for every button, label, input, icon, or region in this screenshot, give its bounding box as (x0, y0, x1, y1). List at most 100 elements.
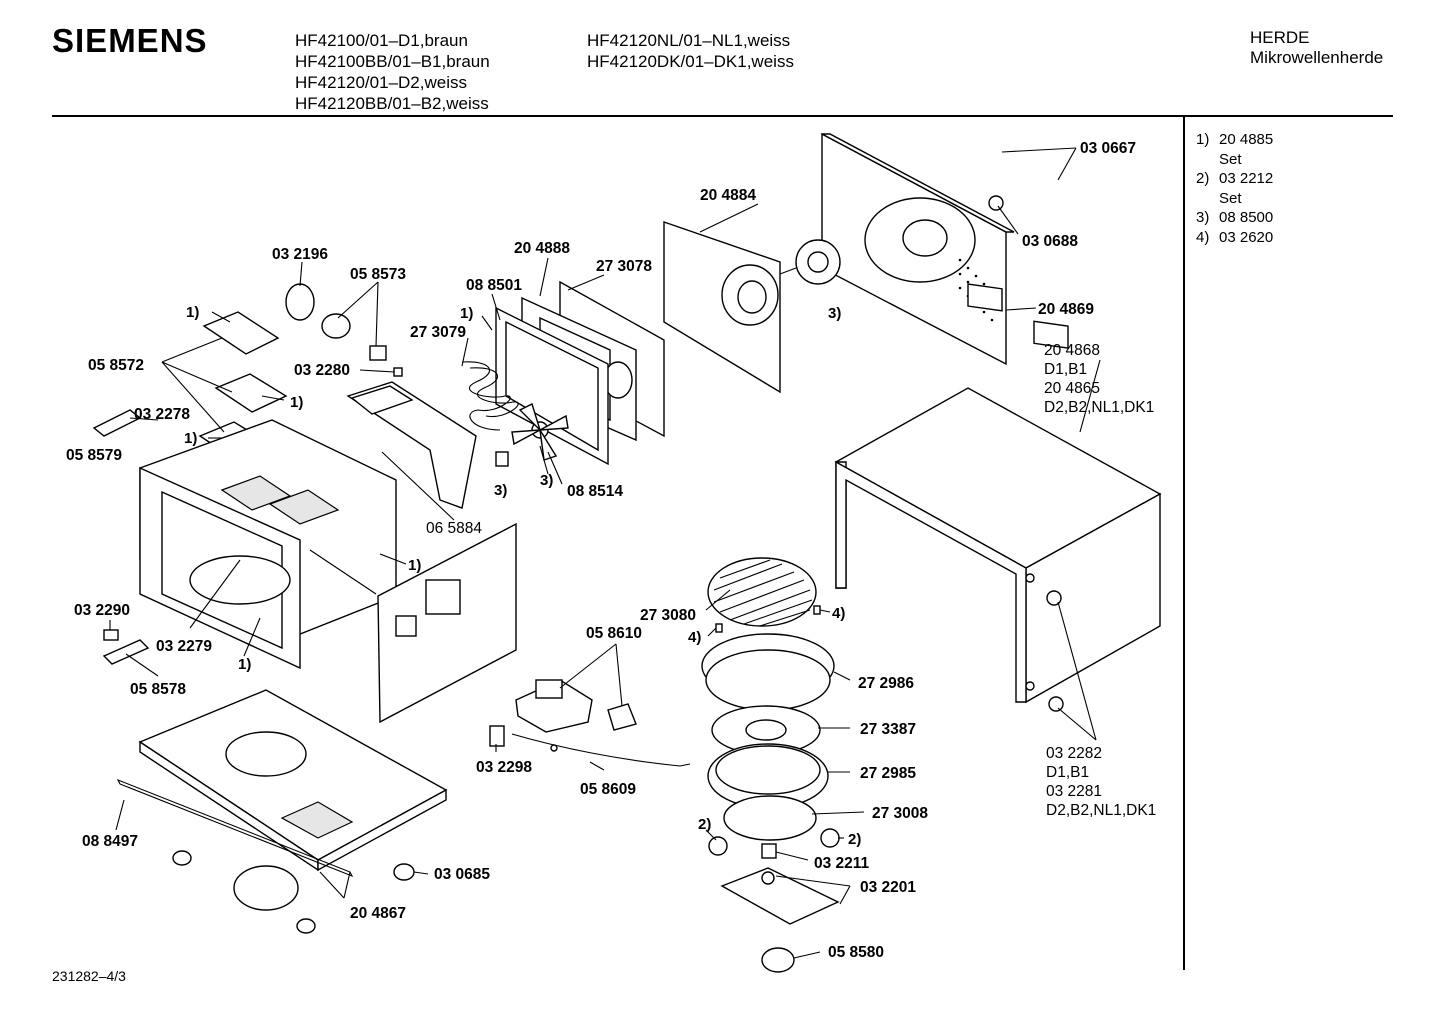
ref-marker: 3) (540, 472, 553, 489)
part-label: 27 3078 (596, 258, 652, 275)
part-label: 06 5884 (426, 520, 482, 537)
turntable-drawing (701, 605, 840, 973)
note-part: 08 8500 (1219, 209, 1274, 226)
note-part: Set (1219, 150, 1242, 168)
part-label: 05 8610 (586, 625, 642, 642)
model-line: HF42120NL/01–NL1,weiss (587, 31, 791, 50)
drawing-number: 231282–4/3 (52, 968, 126, 984)
part-label: 03 2282 (1046, 745, 1102, 762)
note-number: 1) (1196, 131, 1210, 148)
rear-panel-drawing (821, 132, 1015, 366)
part-label: 20 4884 (700, 187, 756, 204)
model-list-1: HF42100/01–D1,braun HF42100BB/01–B1,brau… (295, 30, 490, 114)
brand-logo: SIEMENS (52, 22, 208, 59)
model-line: HF42100/01–D1,braun (295, 31, 468, 50)
ref-marker: 1) (408, 557, 421, 574)
part-variant: D1,B1 (1046, 764, 1089, 781)
part-label: 27 3387 (860, 721, 916, 738)
model-list-2: HF42120NL/01–NL1,weiss HF42120DK/01–DK1,… (587, 30, 794, 72)
fan-housing-drawing (663, 221, 781, 394)
note-number: 4) (1196, 228, 1210, 246)
part-label: 03 2281 (1046, 783, 1102, 800)
model-line: HF42120DK/01–DK1,weiss (587, 52, 794, 71)
part-variant: D2,B2,NL1,DK1 (1046, 802, 1156, 819)
small-parts-drawing (92, 283, 509, 665)
part-label: 27 3080 (640, 607, 696, 624)
ref-marker: 1) (238, 656, 251, 673)
ref-marker: 3) (828, 305, 841, 322)
fan-motor-drawing (779, 239, 841, 285)
grill-rack-drawing (707, 557, 817, 627)
note-part: 03 2212 (1219, 170, 1274, 187)
oven-cavity-drawing (139, 419, 397, 670)
note-part: 03 2620 (1219, 228, 1274, 246)
leader-lines (109, 147, 1101, 959)
air-duct-drawing (346, 381, 477, 509)
part-label: 20 4869 (1038, 301, 1094, 318)
model-line: HF42120/01–D2,weiss (295, 73, 467, 92)
note-item: 4) 03 2620 (1196, 228, 1273, 248)
fan-blade-drawing (511, 403, 569, 461)
ref-marker: 4) (688, 629, 701, 646)
part-label: 03 2279 (156, 638, 212, 655)
part-label: 27 2985 (860, 765, 916, 782)
note-part: Set (1219, 189, 1242, 207)
part-label: 20 4868 (1044, 342, 1100, 359)
part-label: 03 0685 (434, 866, 490, 883)
category-label: HERDE Mikrowellenherde (1250, 28, 1383, 68)
part-label: 03 2298 (476, 759, 532, 776)
ref-marker: 2) (848, 831, 861, 848)
part-label: 08 8514 (567, 483, 623, 500)
part-label: 05 8578 (130, 681, 186, 698)
part-label: 03 2278 (134, 406, 190, 423)
ref-marker: 1) (290, 394, 303, 411)
outer-casing-drawing (834, 387, 1162, 712)
part-label: 08 8497 (82, 833, 138, 850)
part-label: 03 0667 (1080, 140, 1136, 157)
category-line-1: HERDE (1250, 28, 1310, 47)
ref-marker: 3) (494, 482, 507, 499)
ref-marker: 1) (186, 304, 199, 321)
part-label: 05 8609 (580, 781, 636, 798)
part-variant: D1,B1 (1044, 361, 1087, 378)
connector-drawing (967, 195, 1069, 349)
part-label: 03 2211 (814, 855, 870, 872)
part-label: 27 3008 (872, 805, 928, 822)
note-part: 20 4885 (1219, 131, 1274, 148)
part-label: 20 4867 (350, 905, 406, 922)
switch-bracket-drawing (489, 679, 691, 767)
note-item: 3) 08 8500 (1196, 208, 1273, 228)
ref-marker: 2) (698, 816, 711, 833)
part-label: 20 4865 (1044, 380, 1100, 397)
part-label: 05 8580 (828, 944, 884, 961)
part-label: 27 3079 (410, 324, 466, 341)
model-line: HF42120BB/01–B2,weiss (295, 94, 489, 113)
model-line: HF42100BB/01–B1,braun (295, 52, 490, 71)
heating-element-drawing (461, 361, 519, 431)
part-label: 03 2290 (74, 602, 130, 619)
part-label: 05 8573 (350, 266, 406, 283)
part-label: 03 0688 (1022, 233, 1078, 250)
frame-drawing (495, 280, 665, 466)
header-divider (52, 115, 1393, 117)
part-label: 05 8579 (66, 447, 122, 464)
part-label: 05 8572 (88, 357, 144, 374)
category-line-2: Mikrowellenherde (1250, 48, 1384, 67)
note-number: 3) (1196, 209, 1210, 226)
side-panel-drawing (309, 522, 517, 724)
part-label: 20 4888 (514, 240, 570, 257)
part-label: 03 2280 (294, 362, 350, 379)
ref-marker: 4) (832, 605, 845, 622)
notes-divider (1183, 117, 1185, 970)
ref-marker: 1) (184, 430, 197, 447)
part-label: 03 2201 (860, 879, 916, 896)
part-label: 08 8501 (466, 277, 522, 294)
part-label: 27 2986 (858, 675, 914, 692)
base-plate-drawing (116, 689, 448, 934)
part-label: 03 2196 (272, 246, 328, 263)
ref-marker: 1) (460, 305, 473, 322)
